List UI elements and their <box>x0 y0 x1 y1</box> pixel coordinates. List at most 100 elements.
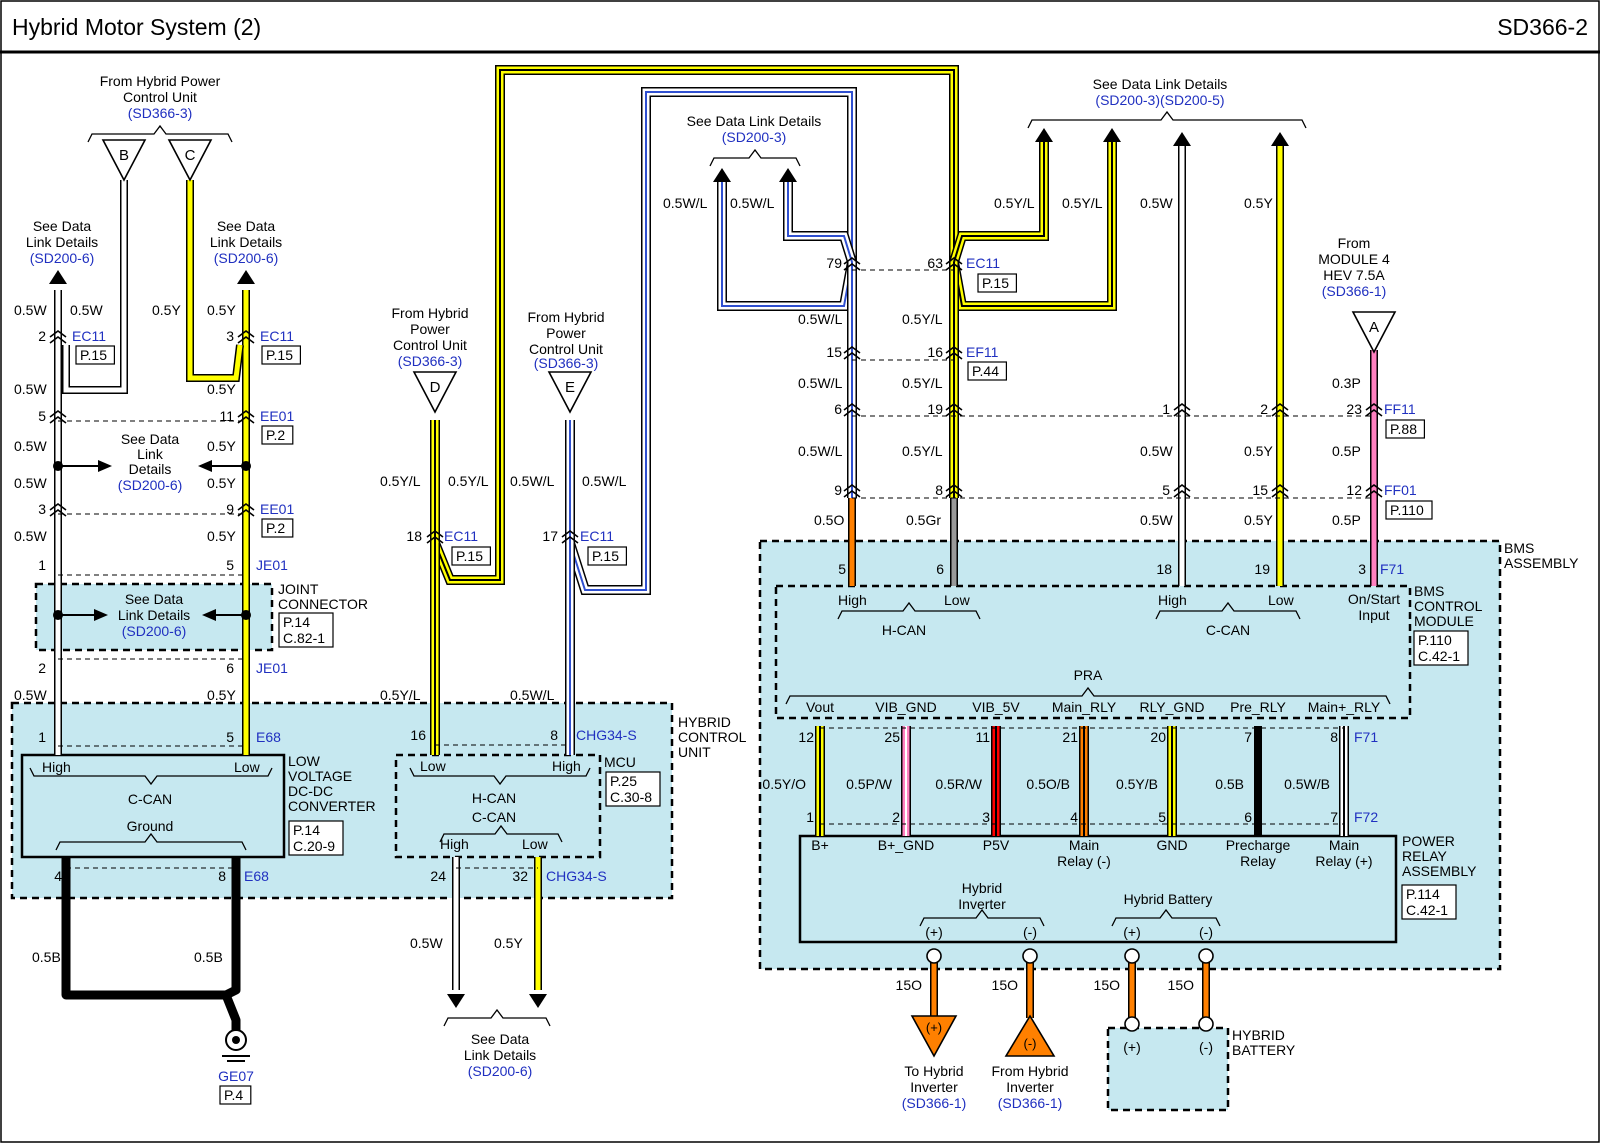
label: Relay <box>1240 853 1276 869</box>
mcu-box <box>394 753 602 859</box>
label: Inverter <box>958 896 1006 912</box>
label: Link Details <box>118 607 190 623</box>
label: Control Unit <box>123 89 197 105</box>
label: Ground <box>127 818 174 834</box>
ref-label: F72 <box>1354 809 1378 825</box>
brace <box>443 1008 551 1027</box>
ref-label: EC11 <box>72 328 106 344</box>
label: (-) <box>1024 1036 1037 1051</box>
label: Link Details <box>210 234 282 250</box>
label: Control Unit <box>393 337 467 353</box>
label: 8 <box>1330 729 1338 745</box>
label: 6 <box>834 401 842 417</box>
label: See Data <box>471 1031 530 1047</box>
label: 18 <box>406 528 422 544</box>
label: Precharge <box>1226 837 1291 853</box>
label: 6 <box>936 561 944 577</box>
connector-mark <box>561 530 579 544</box>
page-ref-box <box>219 1085 252 1105</box>
label: 0.5W <box>1140 443 1173 459</box>
ref-label: (SD200-6) <box>118 477 183 493</box>
arrow-up-icon <box>713 168 731 182</box>
label: 0.5Y <box>207 438 236 454</box>
label: C-CAN <box>128 791 172 807</box>
label: 0.5Y/L <box>380 473 421 489</box>
brace <box>55 832 247 851</box>
wire-wl-2-fill <box>784 180 856 264</box>
label: From Hybrid Power <box>100 73 221 89</box>
brace <box>709 148 801 167</box>
label: VOLTAGE <box>288 768 352 784</box>
label: 0.5W <box>70 302 103 318</box>
brace <box>837 601 981 620</box>
terminal-triangle <box>167 139 213 182</box>
connector-mark <box>426 530 444 544</box>
label: Hybrid <box>962 880 1002 896</box>
label: 0.5W/L <box>798 311 843 327</box>
label: 15O <box>896 977 923 993</box>
label: See Data <box>217 218 276 234</box>
brace <box>785 686 1391 705</box>
label: 2 <box>1260 401 1268 417</box>
arrow-left-icon <box>202 609 216 621</box>
connector-mark <box>237 503 255 517</box>
wire-e-white-blue-tracer <box>569 91 853 591</box>
label: 23 <box>1346 401 1362 417</box>
ref-label: F71 <box>1380 561 1404 577</box>
connector-mark <box>945 403 963 417</box>
label: 12 <box>1346 482 1362 498</box>
label: 9 <box>834 482 842 498</box>
page-ref-box <box>967 361 1008 381</box>
label: 3 <box>38 501 46 517</box>
arrow-right-icon <box>98 460 112 472</box>
label: C-CAN <box>472 809 516 825</box>
label: 7 <box>1244 729 1252 745</box>
arrow-up-icon <box>237 270 255 284</box>
connector-mark <box>49 503 67 517</box>
label: 0.5W <box>1140 512 1173 528</box>
page-ref-label: P.14 <box>283 614 310 630</box>
label: BMS <box>1504 540 1534 556</box>
wire-d-yellow <box>430 65 959 585</box>
ground-icon-core <box>232 1036 240 1044</box>
page-ref-label: P.15 <box>80 347 107 363</box>
label: Link <box>137 446 164 462</box>
label: ASSEMBLY <box>1504 555 1579 571</box>
page-ref-box <box>605 771 661 807</box>
label: HYBRID <box>678 714 731 730</box>
label: 24 <box>430 868 446 884</box>
label: 15 <box>1252 482 1268 498</box>
ref-label: (SD366-1) <box>998 1095 1063 1111</box>
label: RLY_GND <box>1139 699 1204 715</box>
wire-b-white-fill <box>63 180 127 393</box>
wire-d-yellow-fill <box>431 66 958 584</box>
label: 15O <box>1094 977 1121 993</box>
label: 0.5Y <box>1244 443 1273 459</box>
arrow-up-icon <box>1035 128 1053 142</box>
wire-c-yellow <box>186 180 244 382</box>
label: 2 <box>892 809 900 825</box>
ref-label: E68 <box>244 868 269 884</box>
label: 0.5Y/L <box>902 375 943 391</box>
label: 0.5W/L <box>510 687 555 703</box>
label: (+) <box>1123 1039 1141 1055</box>
label: 8 <box>935 482 943 498</box>
ref-label: CHG34-S <box>546 868 607 884</box>
label: High <box>42 759 71 775</box>
label: 0.5Y <box>1244 512 1273 528</box>
label: Inverter <box>910 1079 958 1095</box>
brace <box>87 124 233 143</box>
label: 0.5P <box>1332 443 1361 459</box>
page-ref-box <box>1401 884 1457 920</box>
label: C-CAN <box>1206 622 1250 638</box>
label: CONTROL <box>1414 598 1483 614</box>
joint-connector-box <box>34 582 274 652</box>
connector-mark <box>237 410 255 424</box>
label: 15O <box>992 977 1019 993</box>
label: Relay (+) <box>1315 853 1372 869</box>
label: From <box>1338 235 1371 251</box>
label: 0.5Y/O <box>762 776 806 792</box>
label: 0.5Gr <box>906 512 941 528</box>
label: (+) <box>925 924 943 940</box>
ring-terminal <box>1022 948 1038 964</box>
